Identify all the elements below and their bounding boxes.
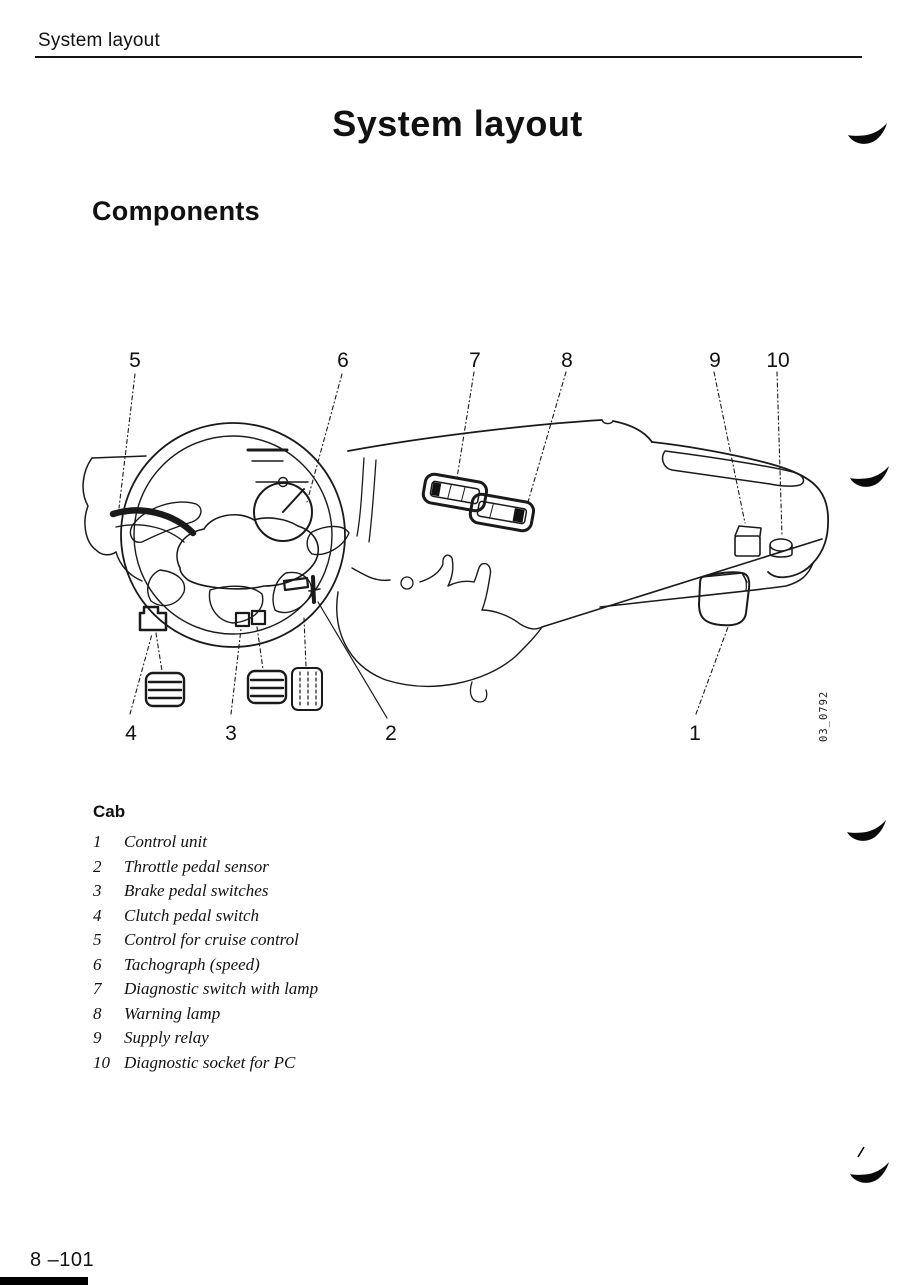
diagnostic-switch	[421, 472, 489, 513]
legend-item-num: 10	[93, 1052, 110, 1072]
legend-item-label: Diagnostic switch with lamp	[124, 979, 319, 998]
legend-item-num: 8	[93, 1003, 102, 1023]
tachograph	[253, 476, 313, 542]
steering-wheel	[120, 422, 350, 648]
legend-item-label: Supply relay	[124, 1028, 209, 1047]
legend-item-num: 6	[93, 954, 102, 974]
callout-10: 10	[766, 349, 789, 372]
legend-item: 10 Diagnostic socket for PC	[93, 1053, 513, 1078]
control-unit	[698, 571, 751, 627]
legend-item-num: 4	[93, 905, 102, 925]
legend-item: 8 Warning lamp	[93, 1004, 513, 1029]
section-heading: Components	[92, 196, 260, 226]
instrument-cluster-lines	[246, 448, 309, 483]
legend-item-label: Throttle pedal sensor	[124, 856, 269, 876]
legend-item: 3 Brake pedal switches	[93, 881, 513, 906]
legend-item: 2 Throttle pedal sensor	[93, 857, 513, 882]
legend-item-label: Tachograph (speed)	[124, 954, 260, 974]
footer-page-number: 8 –101	[30, 1249, 95, 1271]
cruise-control-stalk	[109, 507, 197, 543]
callout-2: 2	[385, 722, 397, 745]
legend-item: 4 Clutch pedal switch	[93, 906, 513, 931]
legend-item: 5 Control for cruise control	[93, 930, 513, 955]
dashboard-figure: 5 6 7 8 9 10 4 3 2 1 03_0792	[80, 330, 840, 750]
leader-line-2	[317, 601, 388, 719]
warning-lamp	[468, 492, 536, 533]
legend: Cab 1 Control unit 2 Throttle pedal sens…	[93, 802, 513, 1077]
scan-edge-artifact	[0, 1277, 88, 1285]
brake-pedal-switches	[234, 609, 267, 628]
legend-item: 9 Supply relay	[93, 1028, 513, 1053]
dashboard-diagram: 5 6 7 8 9 10 4 3 2 1 03_0792	[82, 349, 830, 745]
supply-relay	[734, 525, 762, 557]
legend-item: 6 Tachograph (speed)	[93, 955, 513, 980]
leader-lines	[118, 371, 783, 715]
callout-1: 1	[689, 722, 701, 745]
callout-9: 9	[709, 349, 721, 372]
callout-6: 6	[337, 349, 349, 372]
brake-pedal	[246, 669, 288, 705]
legend-item-label: Warning lamp	[124, 1003, 221, 1023]
legend-item-label: Control for cruise control	[124, 930, 299, 949]
scan-mark-icon	[846, 118, 890, 150]
legend-item: 7 Diagnostic switch with lamp	[93, 979, 513, 1004]
legend-item-label: Diagnostic socket for PC	[124, 1052, 296, 1072]
dashboard-body	[82, 419, 829, 703]
running-header: System layout	[38, 30, 160, 51]
throttle-pedal	[291, 667, 323, 711]
callout-3: 3	[225, 722, 237, 745]
scan-mark-icon	[848, 461, 892, 493]
scan-mark-icon	[845, 815, 889, 847]
legend-item-num: 2	[93, 856, 102, 876]
legend-item-num: 7	[93, 979, 102, 998]
legend-item: 1 Control unit	[93, 832, 513, 857]
page-title: System layout	[332, 103, 583, 144]
callout-7: 7	[469, 349, 481, 372]
legend-item-num: 3	[93, 881, 102, 900]
legend-item-label: Brake pedal switches	[124, 881, 269, 900]
clutch-pedal	[144, 671, 186, 708]
legend-item-num: 1	[93, 832, 102, 851]
legend-item-num: 9	[93, 1028, 102, 1047]
scan-mark-icon	[848, 1143, 892, 1189]
figure-code: 03_0792	[818, 691, 830, 742]
callout-4: 4	[125, 722, 137, 745]
legend-item-label: Control unit	[124, 832, 207, 851]
throttle-pedal-sensor	[282, 575, 321, 604]
header-rule	[35, 56, 862, 58]
diagnostic-socket	[769, 538, 793, 558]
legend-heading: Cab	[93, 802, 126, 821]
legend-item-label: Clutch pedal switch	[124, 905, 260, 925]
clutch-pedal-switch	[138, 605, 168, 632]
glovebox-slot	[661, 450, 805, 487]
callout-5: 5	[129, 349, 141, 372]
callout-8: 8	[561, 349, 573, 372]
legend-item-num: 5	[93, 930, 102, 949]
